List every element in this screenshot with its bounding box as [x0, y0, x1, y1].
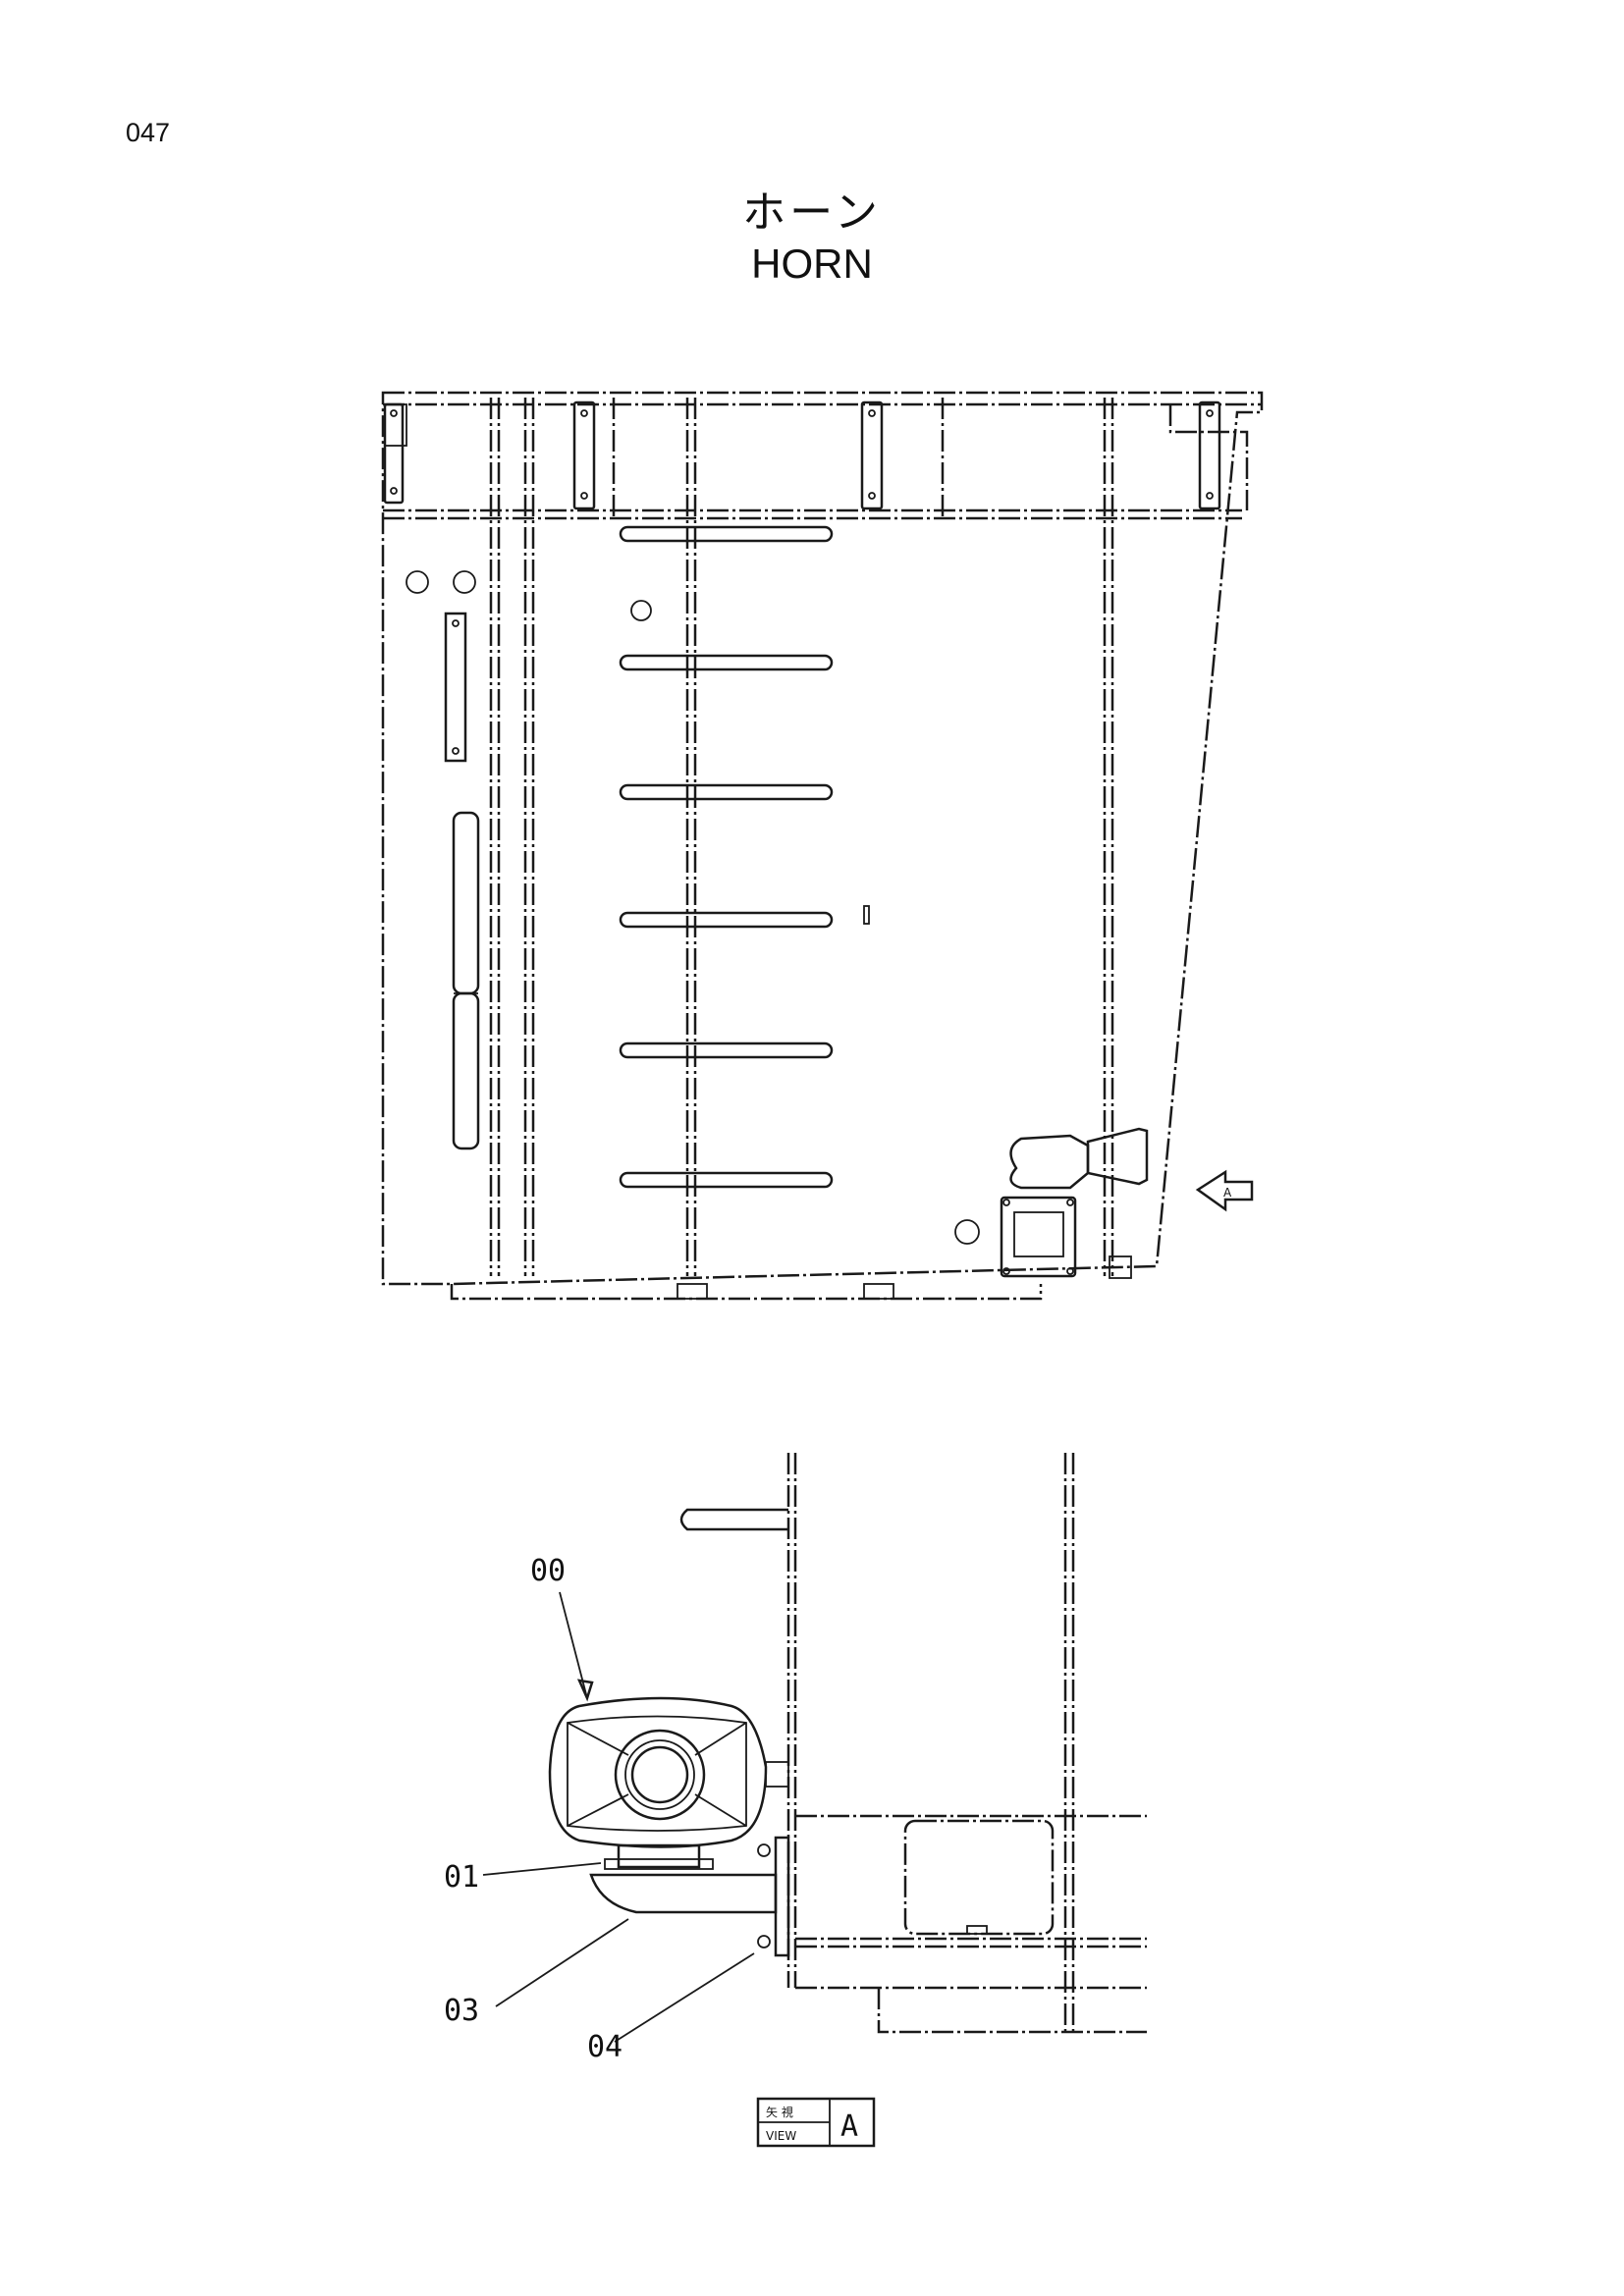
view-label-english: VIEW	[766, 2129, 796, 2143]
horn-side-view	[954, 1127, 1149, 1278]
callouts: 00 01 03 04	[444, 1554, 755, 2064]
callout-00: 00	[530, 1554, 566, 1588]
callout-04: 04	[587, 2030, 623, 2064]
detail-view-structure	[679, 1453, 1147, 2034]
horn-detail	[548, 1696, 790, 1957]
view-a-label: 矢 視 VIEW A	[756, 2097, 876, 2148]
view-a-arrow: A	[1195, 1169, 1254, 1212]
title-japanese: ホーン	[742, 187, 882, 238]
view-a-arrow-letter: A	[1223, 1186, 1232, 1200]
view-label-letter: A	[840, 2109, 858, 2144]
callout-01: 01	[444, 1860, 479, 1895]
page-number: 047	[126, 118, 171, 147]
title-english: HORN	[751, 240, 873, 287]
callout-03: 03	[444, 1994, 479, 2028]
side-view-cab	[381, 391, 1264, 1301]
view-label-japanese: 矢 視	[766, 2105, 793, 2119]
